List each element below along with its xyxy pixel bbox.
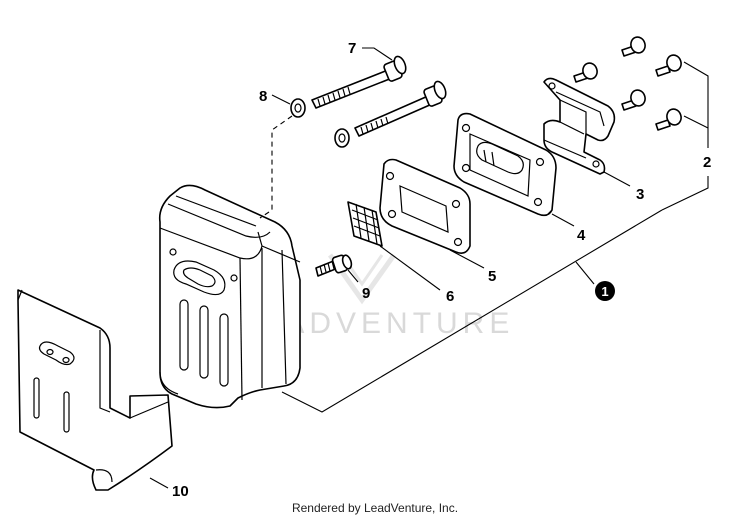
callout-10: 10 <box>172 483 189 500</box>
callout-5: 5 <box>488 268 496 285</box>
part-screw-5[interactable] <box>655 107 683 131</box>
callout-9: 9 <box>362 285 370 302</box>
part-screw-4[interactable] <box>621 88 647 111</box>
part-gasket[interactable] <box>379 158 471 254</box>
part-muffler-body[interactable] <box>158 184 301 409</box>
callout-2: 2 <box>703 154 711 171</box>
part-washer-lower[interactable] <box>334 128 350 148</box>
part-screw-2[interactable] <box>573 61 599 83</box>
callout-3: 3 <box>636 186 644 203</box>
part-screw-3[interactable] <box>655 53 683 77</box>
part-bolt-long-upper[interactable] <box>311 55 408 109</box>
footer-credit: Rendered by LeadVenture, Inc. <box>291 501 459 515</box>
callout-8: 8 <box>259 88 267 105</box>
part-screw-1[interactable] <box>621 35 647 57</box>
part-plate[interactable] <box>453 112 557 217</box>
callout-1-badge <box>595 281 615 301</box>
part-screen[interactable] <box>347 201 383 247</box>
callout-6: 6 <box>446 288 454 305</box>
part-cover[interactable] <box>17 289 173 491</box>
callouts: 7 8 2 3 4 5 6 9 10 1 <box>172 40 711 500</box>
leader-lines <box>149 47 709 489</box>
part-bolt-small[interactable] <box>315 254 353 277</box>
part-bolt-long-lower[interactable] <box>354 80 448 137</box>
part-bracket[interactable] <box>543 77 616 175</box>
part-washer-upper[interactable] <box>290 98 306 118</box>
callout-4: 4 <box>577 227 586 244</box>
callout-7: 7 <box>348 40 356 57</box>
callout-1: 1 <box>601 284 608 299</box>
